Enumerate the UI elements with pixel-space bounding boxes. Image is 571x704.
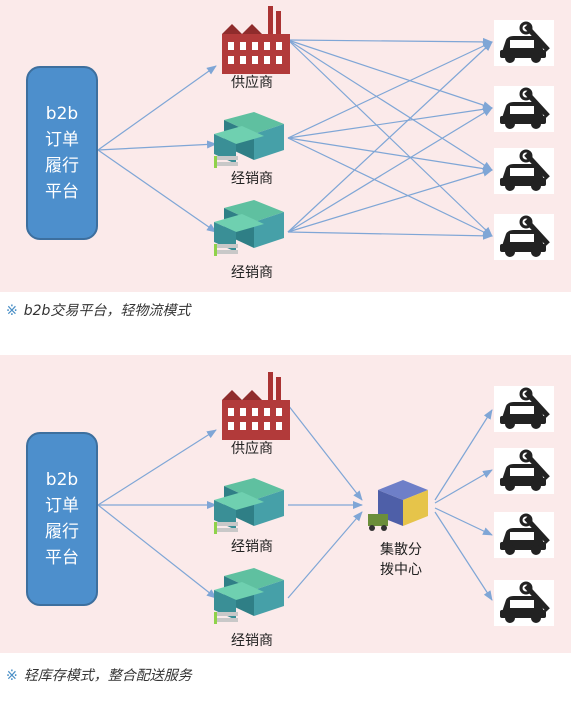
b2b-platform-box: b2b 订单 履行 平台: [26, 66, 98, 240]
car-repair-icon: [494, 86, 554, 132]
distributor-label: 经销商: [231, 171, 273, 187]
platform-line: 履行: [45, 522, 79, 542]
distributor-label: 经销商: [231, 265, 273, 281]
supplier-label: 供应商: [231, 441, 273, 457]
car-repair-icon: [494, 448, 554, 494]
distributor-label: 经销商: [231, 633, 273, 649]
caption-text: 轻库存模式，整合配送服务: [23, 668, 192, 684]
caption-light-inventory: ※ 轻库存模式，整合配送服务: [6, 665, 192, 685]
warehouse-icon: [214, 112, 284, 168]
platform-line: 平台: [45, 548, 79, 568]
caption-light-logistics: ※ b2b交易平台，轻物流模式: [6, 300, 190, 320]
b2b-platform-box: b2b 订单 履行 平台: [26, 432, 98, 606]
warehouse-icon: [214, 478, 284, 534]
hub-line: 拨中心: [380, 562, 422, 578]
car-repair-icon: [494, 20, 554, 66]
distributor-label: 经销商: [231, 539, 273, 555]
hub-line: 集散分: [380, 542, 422, 558]
car-repair-icon: [494, 512, 554, 558]
platform-line: 订单: [45, 496, 79, 516]
distribution-center-label: 集散分 拨中心: [366, 540, 436, 580]
platform-line: 订单: [45, 130, 79, 150]
car-repair-icon: [494, 148, 554, 194]
platform-line: b2b: [45, 104, 79, 124]
platform-line: b2b: [45, 470, 79, 490]
platform-line: 平台: [45, 182, 79, 202]
car-repair-icon: [494, 580, 554, 626]
car-repair-icon: [494, 214, 554, 260]
supplier-label: 供应商: [231, 75, 273, 91]
platform-line: 履行: [45, 156, 79, 176]
factory-icon: [222, 6, 290, 74]
caption-text: b2b交易平台，轻物流模式: [23, 303, 191, 319]
caption-mark: ※: [6, 303, 18, 319]
factory-icon: [222, 372, 290, 440]
car-repair-icon: [494, 386, 554, 432]
caption-mark: ※: [6, 668, 18, 684]
warehouse-icon: [214, 200, 284, 256]
distribution-center-icon: [368, 480, 428, 531]
warehouse-icon: [214, 568, 284, 624]
